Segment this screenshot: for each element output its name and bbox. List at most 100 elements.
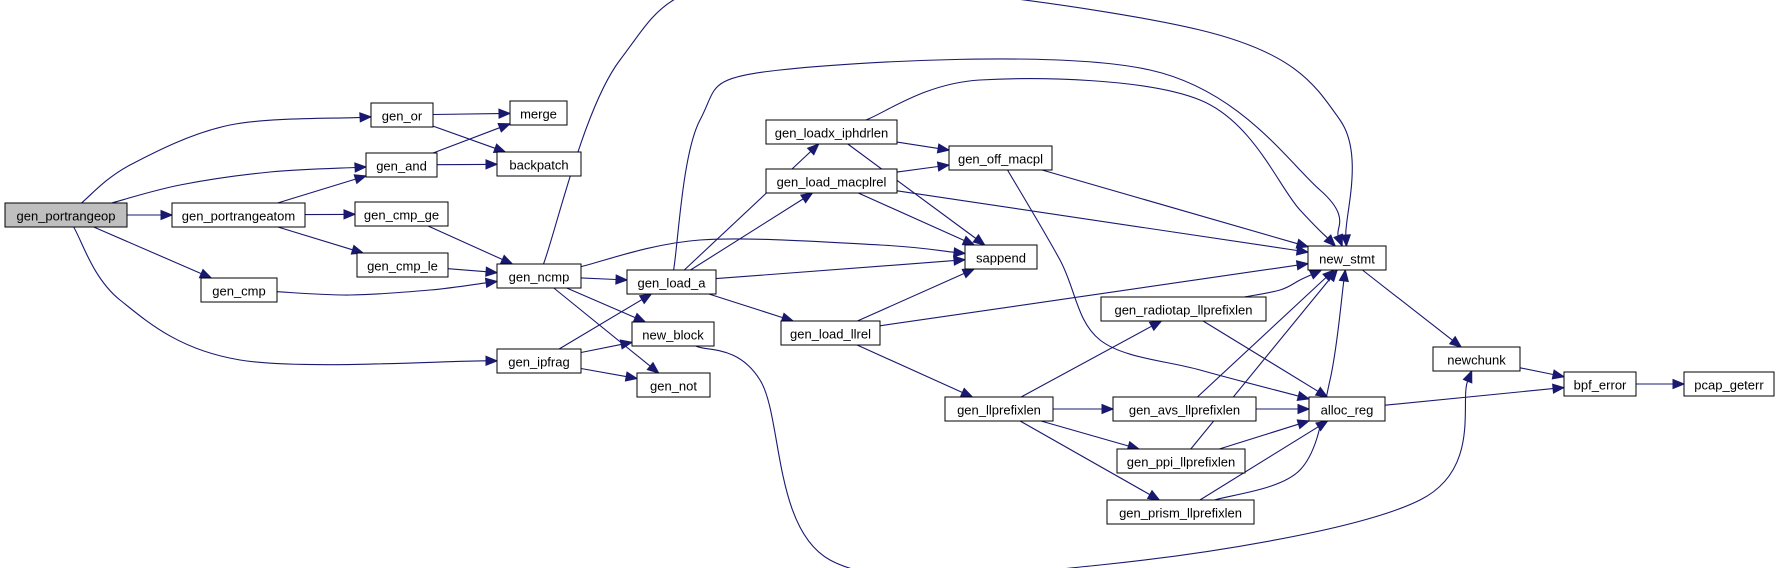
edge-line bbox=[715, 260, 955, 280]
arrowhead-icon bbox=[1333, 233, 1343, 248]
node-gen_loadx_iphdrlen[interactable]: gen_loadx_iphdrlen bbox=[765, 119, 898, 145]
node-gen_or[interactable]: gen_or bbox=[370, 102, 434, 128]
node-box[interactable] bbox=[1100, 296, 1267, 322]
node-gen_off_macpl[interactable]: gen_off_macpl bbox=[948, 145, 1053, 171]
node-label: gen_load_macplrel bbox=[777, 175, 887, 190]
edge-line bbox=[1041, 169, 1298, 245]
node-box[interactable] bbox=[496, 348, 582, 374]
node-gen_cmp[interactable]: gen_cmp bbox=[200, 277, 278, 303]
edge-gen_portrangeatom-to-gen_cmp_le bbox=[277, 226, 365, 255]
node-box[interactable] bbox=[1307, 245, 1387, 271]
edge-gen_portrangeop-to-gen_ipfrag bbox=[73, 226, 499, 367]
arrowhead-icon bbox=[646, 361, 660, 374]
edge-line bbox=[1199, 426, 1319, 501]
node-box[interactable] bbox=[354, 201, 449, 227]
node-box[interactable] bbox=[200, 277, 278, 303]
edge-gen_load_a-to-gen_load_llrel bbox=[708, 293, 795, 323]
node-box[interactable] bbox=[765, 119, 898, 145]
node-box[interactable] bbox=[964, 244, 1038, 270]
edge-line bbox=[427, 225, 503, 261]
arrowhead-icon bbox=[1462, 369, 1473, 384]
node-box[interactable] bbox=[365, 152, 438, 178]
node-gen_portrangeatom[interactable]: gen_portrangeatom bbox=[171, 202, 306, 228]
node-box[interactable] bbox=[1116, 448, 1246, 474]
arrowhead-icon bbox=[1296, 390, 1311, 401]
node-gen_avs_llprefixlen[interactable]: gen_avs_llprefixlen bbox=[1112, 396, 1257, 422]
node-gen_ipfrag[interactable]: gen_ipfrag bbox=[496, 348, 582, 374]
node-gen_load_llrel[interactable]: gen_load_llrel bbox=[780, 320, 881, 346]
node-gen_cmp_le[interactable]: gen_cmp_le bbox=[356, 252, 449, 278]
node-box[interactable] bbox=[636, 372, 711, 398]
arrowhead-icon bbox=[638, 293, 653, 305]
node-gen_not[interactable]: gen_not bbox=[636, 372, 711, 398]
arrowhead-icon bbox=[1295, 245, 1310, 256]
node-box[interactable] bbox=[1432, 346, 1521, 372]
node-box[interactable] bbox=[944, 396, 1054, 422]
arrowhead-icon bbox=[485, 355, 499, 367]
node-gen_portrangeop[interactable]: gen_portrangeop bbox=[4, 202, 128, 228]
edge-gen_load_a-to-new_stmt bbox=[673, 58, 1343, 271]
node-new_block[interactable]: new_block bbox=[631, 321, 715, 347]
node-gen_prism_llprefixlen[interactable]: gen_prism_llprefixlen bbox=[1106, 499, 1255, 525]
node-alloc_reg[interactable]: alloc_reg bbox=[1308, 396, 1386, 422]
node-box[interactable] bbox=[4, 202, 128, 228]
arrowhead-icon bbox=[1297, 403, 1311, 415]
node-sappend[interactable]: sappend bbox=[964, 244, 1038, 270]
node-box[interactable] bbox=[1563, 371, 1637, 397]
edge-line bbox=[1202, 320, 1319, 392]
edge-line bbox=[432, 113, 500, 116]
arrowhead-icon bbox=[497, 122, 512, 133]
node-gen_cmp_ge[interactable]: gen_cmp_ge bbox=[354, 201, 449, 227]
edge-gen_and-to-merge bbox=[432, 122, 512, 154]
node-gen_load_a[interactable]: gen_load_a bbox=[626, 269, 717, 295]
edge-line bbox=[858, 192, 965, 242]
node-box[interactable] bbox=[631, 321, 715, 347]
node-backpatch[interactable]: backpatch bbox=[496, 151, 582, 177]
node-box[interactable] bbox=[171, 202, 306, 228]
node-bpf_error[interactable]: bpf_error bbox=[1563, 371, 1637, 397]
node-box[interactable] bbox=[496, 263, 582, 289]
node-box[interactable] bbox=[356, 252, 449, 278]
node-label: gen_and bbox=[376, 159, 427, 174]
arrowhead-icon bbox=[1295, 260, 1310, 271]
arrowhead-icon bbox=[953, 255, 967, 266]
node-new_stmt[interactable]: new_stmt bbox=[1307, 245, 1387, 271]
node-box[interactable] bbox=[1112, 396, 1257, 422]
node-merge[interactable]: merge bbox=[509, 100, 568, 126]
node-box[interactable] bbox=[370, 102, 434, 128]
edge-gen_ncmp-to-sappend bbox=[580, 238, 967, 268]
node-newchunk[interactable]: newchunk bbox=[1432, 346, 1521, 372]
edge-line bbox=[1219, 423, 1299, 450]
node-gen_load_macplrel[interactable]: gen_load_macplrel bbox=[765, 168, 898, 194]
node-box[interactable] bbox=[496, 151, 582, 177]
node-label: gen_radiotap_llprefixlen bbox=[1114, 303, 1252, 318]
node-box[interactable] bbox=[509, 100, 568, 126]
node-box[interactable] bbox=[948, 145, 1053, 171]
node-gen_ppi_llprefixlen[interactable]: gen_ppi_llprefixlen bbox=[1116, 448, 1246, 474]
node-box[interactable] bbox=[1683, 371, 1775, 397]
node-box[interactable] bbox=[1308, 396, 1386, 422]
edge-gen_llprefixlen-to-gen_radiotap_llprefixlen bbox=[1020, 320, 1163, 398]
node-label: pcap_geterr bbox=[1694, 378, 1764, 393]
arrowhead-icon bbox=[160, 209, 174, 221]
node-pcap_geterr[interactable]: pcap_geterr bbox=[1683, 371, 1775, 397]
edge-gen_portrangeop-to-gen_portrangeatom bbox=[127, 209, 174, 221]
node-gen_and[interactable]: gen_and bbox=[365, 152, 438, 178]
node-box[interactable] bbox=[765, 168, 898, 194]
node-label: gen_portrangeop bbox=[16, 209, 115, 224]
node-gen_llprefixlen[interactable]: gen_llprefixlen bbox=[944, 396, 1054, 422]
edge-line bbox=[73, 226, 487, 366]
arrowhead-icon bbox=[619, 339, 634, 350]
node-box[interactable] bbox=[780, 320, 881, 346]
edge-line bbox=[708, 293, 783, 319]
edge-gen_load_llrel-to-sappend bbox=[857, 268, 976, 322]
node-box[interactable] bbox=[626, 269, 717, 295]
node-label: bpf_error bbox=[1574, 378, 1627, 393]
node-gen_ncmp[interactable]: gen_ncmp bbox=[496, 263, 582, 289]
arrowhead-icon bbox=[1551, 369, 1566, 380]
node-gen_radiotap_llprefixlen[interactable]: gen_radiotap_llprefixlen bbox=[1100, 296, 1267, 322]
edge-line bbox=[566, 287, 636, 319]
node-box[interactable] bbox=[1106, 499, 1255, 525]
arrowhead-icon bbox=[1323, 234, 1337, 247]
edge-new_stmt-to-newchunk bbox=[1362, 269, 1463, 348]
